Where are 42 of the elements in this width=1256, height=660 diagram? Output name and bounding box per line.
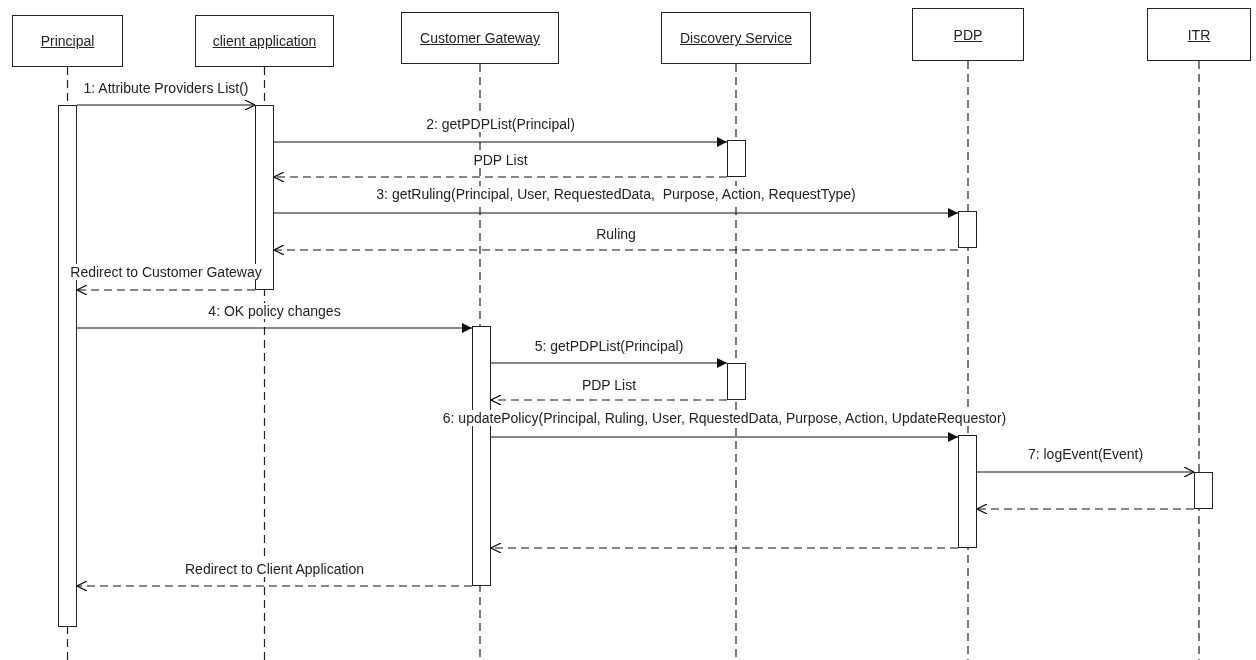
return-arrow <box>76 580 473 592</box>
lifeline-head <box>661 12 811 64</box>
lifeline-head <box>1147 8 1251 61</box>
edge-label: Redirect to Customer Gateway <box>68 264 264 280</box>
activation-bar <box>958 435 977 548</box>
lifeline-head <box>12 15 123 67</box>
message-arrow <box>976 466 1195 478</box>
return-arrow <box>976 503 1195 515</box>
activation-bar <box>727 140 746 177</box>
message-arrow <box>76 323 473 333</box>
participant-name: ITR <box>1187 26 1211 43</box>
participant-name: client application <box>212 33 317 49</box>
participant-name: Principal <box>40 33 95 49</box>
activation-bar <box>958 211 977 248</box>
participant-name: PDP <box>953 26 983 43</box>
lifeline-head <box>401 12 559 64</box>
edge-label: 5: getPDPList(Principal) <box>532 338 686 354</box>
return-arrow <box>76 284 256 296</box>
activation-bar <box>727 363 746 400</box>
edge-label: 6: updatePolicy(Principal, Ruling, User, RquestedData, Purpose, Action, UpdateRequestor) <box>440 410 1009 426</box>
activation-bar <box>1194 472 1213 509</box>
edge-label: 2: getPDPList(Principal) <box>424 116 577 132</box>
edge-label: 4: OK policy changes <box>206 303 343 319</box>
message-arrow <box>76 99 256 111</box>
edge-label: PDP List <box>471 152 530 168</box>
edge-label: 7: logEvent(Event) <box>1025 446 1146 462</box>
message-arrow <box>273 137 728 147</box>
return-arrow <box>273 171 728 183</box>
return-arrow <box>273 244 959 256</box>
return-arrow <box>490 542 959 554</box>
message-arrow <box>490 432 959 442</box>
return-arrow <box>490 394 728 406</box>
edge-label: 1: Attribute Providers List() <box>81 80 251 96</box>
edge-label: Redirect to Client Application <box>183 561 366 577</box>
message-arrow <box>273 208 959 218</box>
message-arrow <box>490 358 728 368</box>
lifeline-head <box>195 15 334 67</box>
participant-name: Customer Gateway <box>420 30 540 46</box>
edge-label: 3: getRuling(Principal, User, RequestedData, Purpose, Action, RequestType) <box>374 186 858 202</box>
edge-label: Ruling <box>594 226 638 242</box>
participant-name: Discovery Service <box>680 30 792 46</box>
lifeline-head <box>912 8 1024 61</box>
